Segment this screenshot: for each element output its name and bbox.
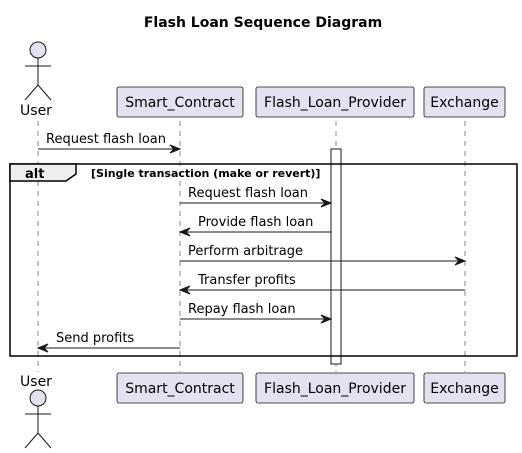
alt-frame: alt [Single transaction (make or revert)… — [9, 163, 518, 357]
arrowhead-icon — [178, 227, 191, 237]
participant-label-sc-top: Smart_Contract — [125, 95, 235, 111]
message-1: Request flash loan — [38, 132, 182, 154]
message-label: Perform arbitrage — [188, 244, 303, 259]
arrowhead-icon — [36, 343, 49, 353]
arrowhead-icon — [320, 314, 333, 324]
actor-icon-top — [24, 41, 52, 101]
participant-label-user-bottom: User — [20, 374, 52, 390]
actor-icon-bottom — [24, 389, 52, 449]
participant-label-ex-top: Exchange — [430, 95, 498, 111]
participant-label-sc-bottom: Smart_Contract — [125, 381, 235, 397]
message-label: Request flash loan — [188, 186, 308, 201]
message-label: Transfer profits — [197, 273, 296, 288]
participant-box-sc-bottom — [116, 372, 244, 404]
message-label: Request flash loan — [46, 132, 166, 147]
message-label: Repay flash loan — [188, 302, 296, 317]
arrowhead-icon — [320, 198, 333, 208]
participant-box-ex-bottom — [423, 372, 506, 404]
message-4: Perform arbitrage — [180, 244, 467, 266]
participant-label-ex-bottom: Exchange — [430, 381, 498, 397]
message-2: Request flash loan — [180, 186, 333, 208]
message-label: Provide flash loan — [198, 215, 313, 230]
participant-box-ex-top — [423, 86, 506, 118]
activation-bar — [330, 148, 342, 365]
message-5: Transfer profits — [178, 273, 465, 295]
alt-frame-guard: [Single transaction (make or revert)] — [91, 167, 320, 180]
alt-frame-tab — [9, 163, 77, 182]
participant-label-flp-bottom: Flash_Loan_Provider — [264, 381, 406, 397]
alt-frame-keyword: alt — [25, 167, 44, 182]
participant-label-flp-top: Flash_Loan_Provider — [264, 95, 406, 111]
arrowhead-icon — [169, 144, 182, 154]
message-7: Send profits — [36, 331, 180, 353]
arrowhead-icon — [178, 285, 191, 295]
diagram-title: Flash Loan Sequence Diagram — [144, 15, 382, 31]
message-6: Repay flash loan — [180, 302, 333, 324]
participant-heads: UserUserSmart_ContractSmart_ContractFlas… — [20, 41, 506, 449]
participant-label-user-top: User — [20, 103, 52, 119]
participant-box-flp-bottom — [255, 372, 415, 404]
participant-box-flp-top — [255, 86, 415, 118]
message-label: Send profits — [56, 331, 134, 346]
arrowhead-icon — [454, 256, 467, 266]
participant-box-sc-top — [116, 86, 244, 118]
message-3: Provide flash loan — [178, 215, 331, 237]
alt-frame-border — [9, 163, 518, 357]
activation-bar-flash-loan-provider — [330, 148, 342, 365]
